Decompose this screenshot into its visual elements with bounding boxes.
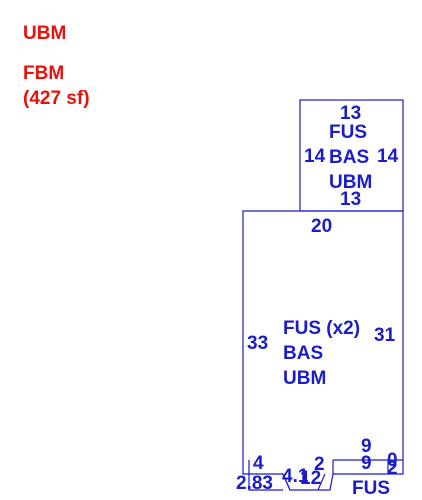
bottom-dimension-9-lower: 9: [361, 453, 372, 474]
upper-top-dimension: 13: [340, 103, 361, 124]
main-section-outline: [242, 210, 404, 491]
legend-area: (427 sf): [23, 88, 90, 109]
upper-bottom-dimension: 13: [340, 189, 361, 210]
upper-label-bas: BAS: [329, 147, 369, 168]
bottom-dimension-2-right: 2: [387, 458, 398, 479]
bottom-dimension-9-upper: 9: [361, 436, 372, 457]
legend-fbm: FBM: [23, 63, 64, 84]
bottom-notch-detail: [248, 460, 326, 491]
main-top-dimension: 20: [311, 216, 332, 237]
bottom-dimension-4-1: 4.1: [282, 466, 309, 487]
bottom-dimension-12: 12: [300, 468, 321, 489]
upper-left-dimension: 14: [304, 146, 326, 167]
upper-label-ubm: UBM: [329, 172, 372, 193]
bottom-right-detail: [332, 459, 403, 474]
main-label-bas: BAS: [283, 343, 323, 364]
bottom-dimension-2-83: 2.83: [236, 473, 273, 494]
bottom-dimension-4: 4: [253, 453, 264, 474]
main-right-dimension: 31: [374, 325, 396, 346]
bottom-dimension-0: 0: [387, 450, 398, 471]
upper-label-fus: FUS: [329, 122, 367, 143]
upper-right-dimension: 14: [377, 146, 399, 167]
bottom-dimension-2-left: 2: [314, 454, 325, 475]
main-label-ubm: UBM: [283, 368, 326, 389]
bottom-label-fus: FUS: [352, 478, 390, 499]
main-label-fus: FUS (x2): [283, 318, 360, 339]
legend-ubm: UBM: [23, 23, 66, 44]
main-left-dimension: 33: [247, 333, 268, 354]
